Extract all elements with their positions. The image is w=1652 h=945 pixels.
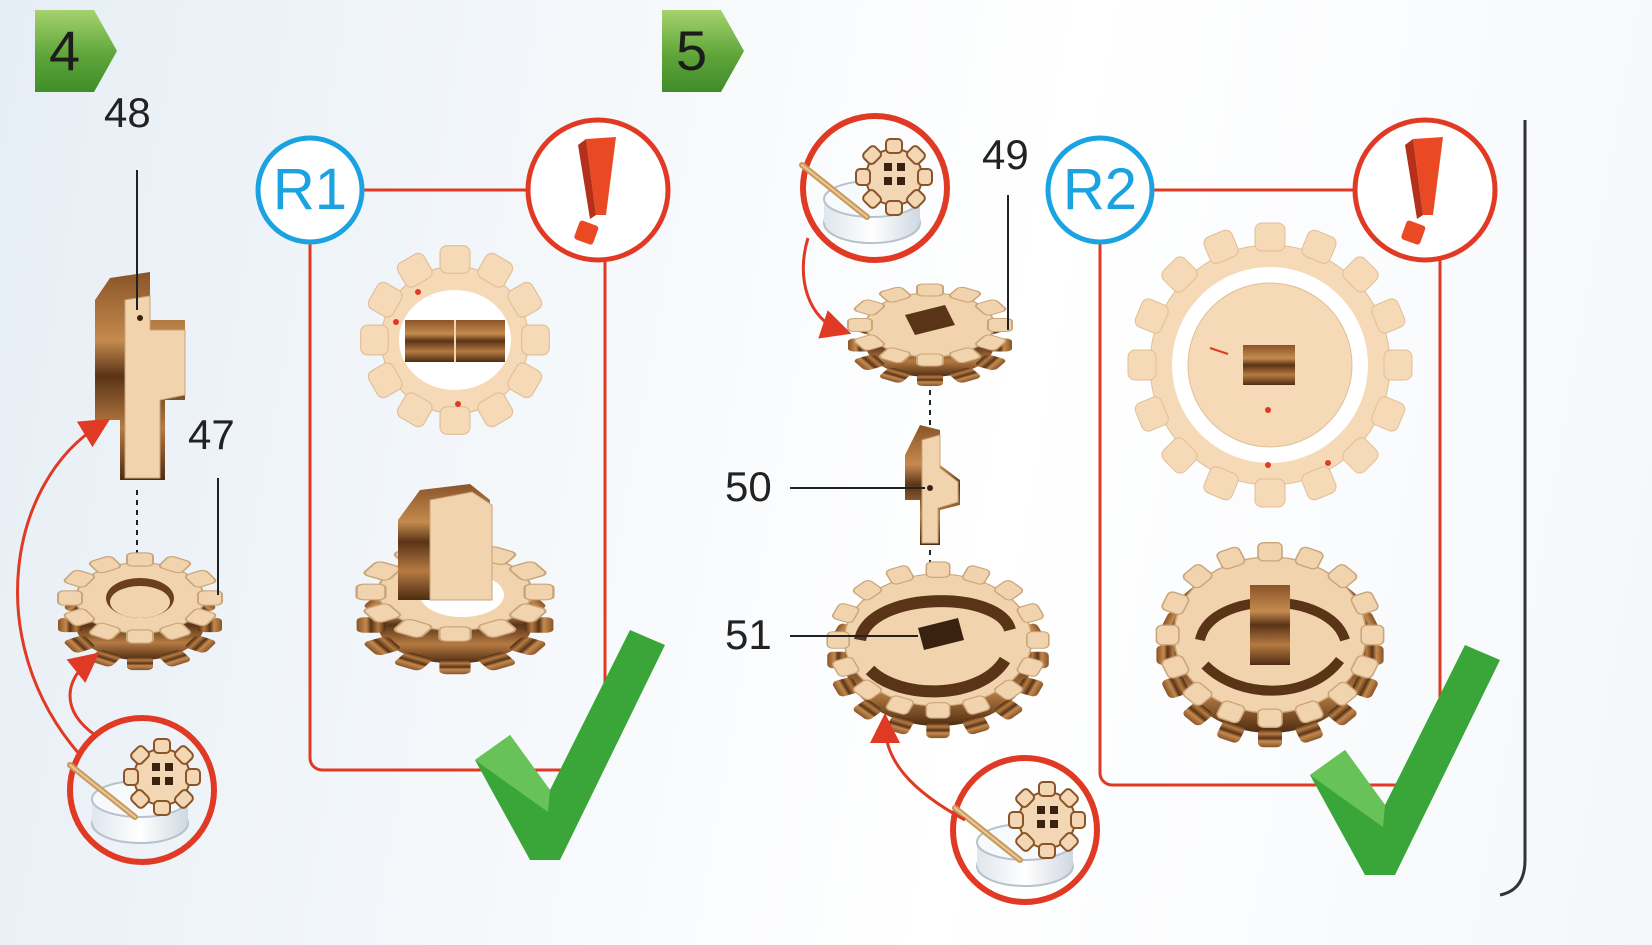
check-label-r2: R2: [1048, 158, 1152, 222]
part-number-47: 47: [188, 414, 235, 456]
r2-assembled-view: [1156, 543, 1383, 748]
check-label-r1: R1: [258, 158, 362, 222]
part-number-50: 50: [725, 466, 772, 508]
part-number-49: 49: [982, 134, 1029, 176]
part-47-gear: [58, 553, 222, 670]
assembly-arrow-icon: [70, 660, 95, 735]
r1-assembled-view: [357, 484, 554, 674]
page-border: [1500, 120, 1525, 895]
glue-pot-icon: [70, 739, 200, 843]
part-number-48: 48: [104, 92, 151, 134]
part-number-51: 51: [725, 614, 772, 656]
r1-gear-top-view: [361, 246, 550, 435]
glue-pot-icon: [955, 782, 1085, 886]
part-49-gear: [848, 284, 1012, 386]
part-48-bar: [95, 272, 185, 480]
glue-pot-icon: [802, 139, 932, 243]
part-51-gear: [827, 562, 1049, 738]
step-number-4: 4: [49, 19, 80, 82]
r2-gear-top-view: [1128, 223, 1412, 507]
assembly-arrow-icon: [885, 725, 965, 820]
step-number-5: 5: [676, 19, 707, 82]
assembly-arrow-icon: [803, 238, 840, 330]
part-50-bar: [905, 425, 960, 545]
